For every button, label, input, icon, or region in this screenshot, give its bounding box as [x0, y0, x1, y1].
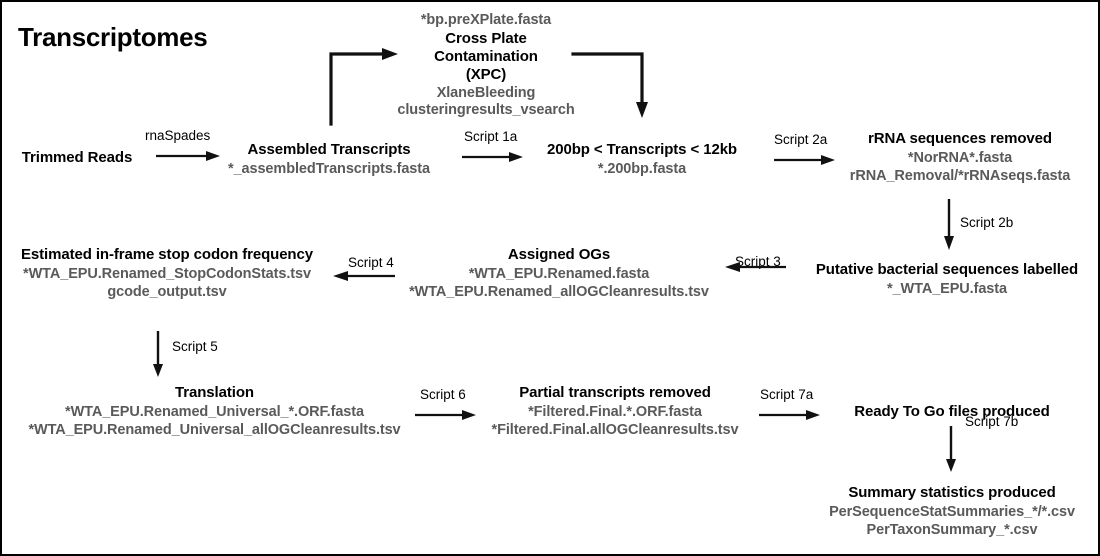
node-file: *Filtered.Final.allOGCleanresults.tsv [491, 422, 739, 439]
node-bacterial-labelled: Putative bacterial sequences labelled *_… [802, 260, 1092, 298]
node-title: Estimated in-frame stop codon frequency [21, 246, 313, 263]
edge-label-script-2b: Script 2b [960, 215, 1014, 230]
node-size-filter: 200bp < Transcripts < 12kb *.200bp.fasta [529, 140, 755, 178]
node-file: *WTA_EPU.Renamed_Universal_allOGCleanres… [28, 422, 401, 439]
node-cross-plate-contamination: *bp.preXPlate.fasta Cross Plate Contamin… [386, 12, 586, 120]
edge-label-script-7b: Script 7b [965, 414, 1019, 429]
node-file: PerTaxonSummary_*.csv [866, 522, 1038, 539]
edge-label-script-6: Script 6 [420, 387, 466, 402]
node-title-line: Contamination [434, 47, 538, 65]
node-file: *NorRNA*.fasta [907, 149, 1013, 166]
arrow-script-7a [757, 406, 823, 424]
node-file: *WTA_EPU.Renamed_allOGCleanresults.tsv [409, 284, 709, 301]
node-file: *WTA_EPU.Renamed_StopCodonStats.tsv [23, 265, 311, 282]
node-file: gcode_output.tsv [107, 284, 227, 301]
arrow-rnaspades [154, 147, 222, 165]
arrow-script-2a [772, 151, 838, 169]
node-file: *.200bp.fasta [597, 160, 687, 177]
edge-label-script-4: Script 4 [348, 255, 394, 270]
node-assembled-transcripts: Assembled Transcripts *_assembledTranscr… [209, 140, 449, 178]
node-title: 200bp < Transcripts < 12kb [547, 141, 737, 158]
page-title: Transcriptomes [18, 22, 208, 52]
edge-label-script-7a: Script 7a [760, 387, 814, 402]
arrow-xpc-out [570, 46, 662, 124]
node-translation: Translation *WTA_EPU.Renamed_Universal_*… [2, 383, 427, 440]
node-assigned-ogs: Assigned OGs *WTA_EPU.Renamed.fasta *WTA… [394, 245, 724, 302]
node-trimmed-reads: Trimmed Reads [2, 148, 152, 168]
node-title: Putative bacterial sequences labelled [815, 261, 1079, 278]
node-title: Partial transcripts removed [519, 384, 711, 401]
node-ready-to-go: Ready To Go files produced [827, 402, 1077, 422]
node-file: XlaneBleeding [436, 84, 536, 101]
node-file: *_WTA_EPU.fasta [887, 280, 1007, 297]
node-rrna-removed: rRNA sequences removed *NorRNA*.fasta rR… [827, 129, 1093, 186]
edge-label-rnaspades: rnaSpades [145, 128, 211, 143]
edge-label-script-1a: Script 1a [464, 129, 518, 144]
node-pre-file: *bp.preXPlate.fasta [420, 12, 552, 28]
node-title-line: Cross Plate [445, 29, 527, 47]
node-file: clusteringresults_vsearch [397, 102, 575, 119]
arrow-script-4 [332, 267, 398, 285]
node-title: Assigned OGs [507, 246, 611, 263]
arrow-script-2b [940, 197, 958, 253]
edge-label-script-2a: Script 2a [774, 132, 828, 147]
node-title: Assembled Transcripts [247, 141, 411, 158]
node-file: rRNA_Removal/*rRNAseqs.fasta [849, 168, 1071, 185]
node-file: *WTA_EPU.Renamed.fasta [468, 265, 650, 282]
arrow-script-5 [149, 329, 167, 379]
arrow-script-3 [724, 258, 790, 276]
node-title: Translation [175, 384, 254, 401]
node-stop-codon-frequency: Estimated in-frame stop codon frequency … [7, 245, 327, 302]
arrow-script-6 [413, 406, 479, 424]
node-file: *_assembledTranscripts.fasta [228, 160, 430, 177]
edge-label-script-3: Script 3 [735, 254, 781, 269]
edge-label-script-5: Script 5 [172, 339, 218, 354]
arrow-script-7b [942, 424, 960, 474]
node-summary-statistics: Summary statistics produced PerSequenceS… [807, 483, 1097, 540]
node-file: PerSequenceStatSummaries_*/*.csv [829, 503, 1075, 520]
node-title-line: (XPC) [465, 66, 507, 84]
node-title: Trimmed Reads [21, 149, 133, 166]
node-title: rRNA sequences removed [868, 130, 1052, 147]
arrow-script-1a [460, 148, 526, 166]
arrow-xpc-in [322, 46, 412, 126]
node-partial-removed: Partial transcripts removed *Filtered.Fi… [470, 383, 760, 440]
node-file: *Filtered.Final.*.ORF.fasta [528, 403, 702, 420]
node-file: *WTA_EPU.Renamed_Universal_*.ORF.fasta [65, 403, 364, 420]
node-title: Summary statistics produced [848, 484, 1056, 501]
node-title: Ready To Go files produced [854, 403, 1050, 420]
